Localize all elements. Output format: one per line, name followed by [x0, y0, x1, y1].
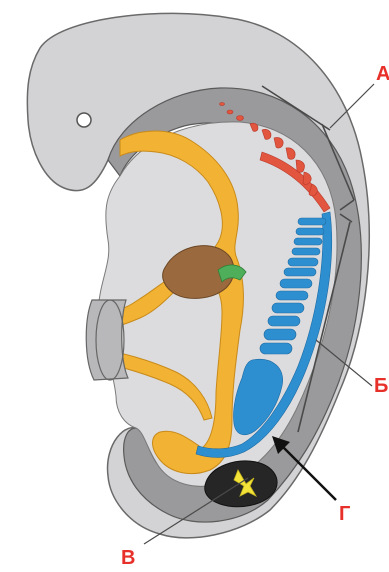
label-b: Б [374, 376, 388, 396]
label-a: А [376, 64, 389, 84]
label-g: Г [339, 504, 350, 524]
label-v: В [121, 548, 135, 568]
head-vesicle [77, 113, 91, 127]
umbilical-stalk [86, 300, 128, 380]
